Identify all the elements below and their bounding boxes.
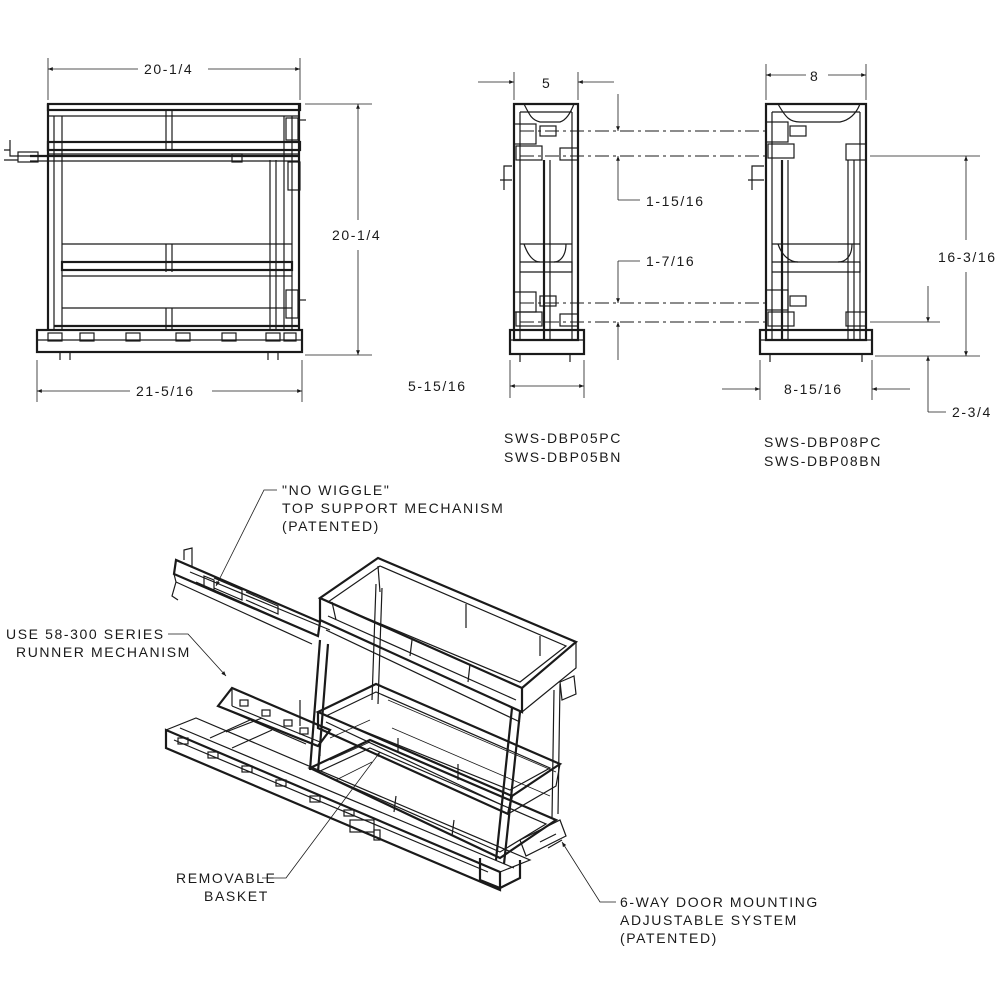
side-view-8 — [748, 102, 874, 362]
isometric-view — [164, 547, 579, 892]
side8-dimension-lines — [722, 64, 968, 413]
model-small-pc: SWS-DBP05PC — [504, 430, 622, 446]
vertical-upper-label: 1-15/16 — [646, 193, 705, 209]
runner-callout-line2: RUNNER MECHANISM — [16, 644, 191, 660]
model-large-pc: SWS-DBP08PC — [764, 434, 882, 450]
side8-base-width-label: 8-15/16 — [784, 381, 843, 397]
side5-dimension-lines — [478, 72, 614, 398]
front-base-width-label: 21-5/16 — [136, 383, 195, 399]
side-view-5 — [500, 102, 586, 362]
door-callout-line1: 6-WAY DOOR MOUNTING — [620, 894, 819, 910]
side8-height-label: 16-3/16 — [938, 249, 997, 265]
runner-callout-line1: USE 58-300 SERIES — [6, 626, 165, 642]
front-dimension-lines — [36, 58, 372, 402]
no-wiggle-callout-line1: "NO WIGGLE" — [282, 482, 390, 498]
alignment-lines — [520, 94, 980, 360]
front-height-label: 20-1/4 — [332, 227, 381, 243]
no-wiggle-callout-line2: TOP SUPPORT MECHANISM — [282, 500, 504, 516]
basket-callout-line2: BASKET — [204, 888, 269, 904]
base-offset-label: 2-3/4 — [952, 404, 992, 420]
model-small-bn: SWS-DBP05BN — [504, 449, 622, 465]
front-top-width-label: 20-1/4 — [144, 61, 193, 77]
front-view — [4, 102, 306, 360]
basket-callout-line1: REMOVABLE — [176, 870, 277, 886]
door-callout-line2: ADJUSTABLE SYSTEM — [620, 912, 798, 928]
model-large-bn: SWS-DBP08BN — [764, 453, 882, 469]
side5-base-width-label: 5-15/16 — [408, 378, 467, 394]
vertical-lower-label: 1-7/16 — [646, 253, 695, 269]
side8-top-width-label: 8 — [810, 68, 819, 84]
door-callout-line3: (PATENTED) — [620, 930, 718, 946]
no-wiggle-callout-line3: (PATENTED) — [282, 518, 380, 534]
side5-top-width-label: 5 — [542, 75, 551, 91]
callout-leaders — [168, 489, 616, 903]
